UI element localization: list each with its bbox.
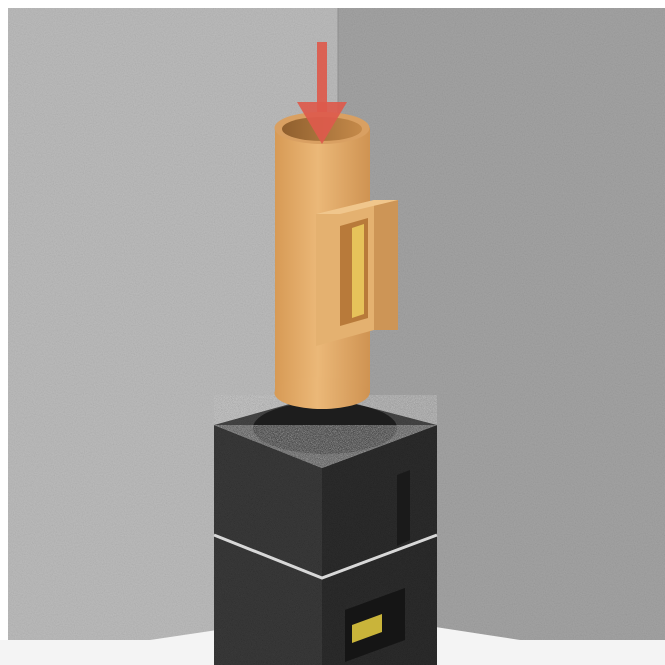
white-frame-left <box>0 0 8 665</box>
block-flue-opening <box>253 402 397 454</box>
pipe-connector-opening-inner <box>352 224 364 318</box>
pipe-connector-side <box>374 200 398 330</box>
block-inspection-slot <box>397 470 410 546</box>
pipe-bottom-edge <box>275 377 370 409</box>
chimney-block-stack <box>214 395 437 665</box>
white-frame-top <box>0 0 665 8</box>
